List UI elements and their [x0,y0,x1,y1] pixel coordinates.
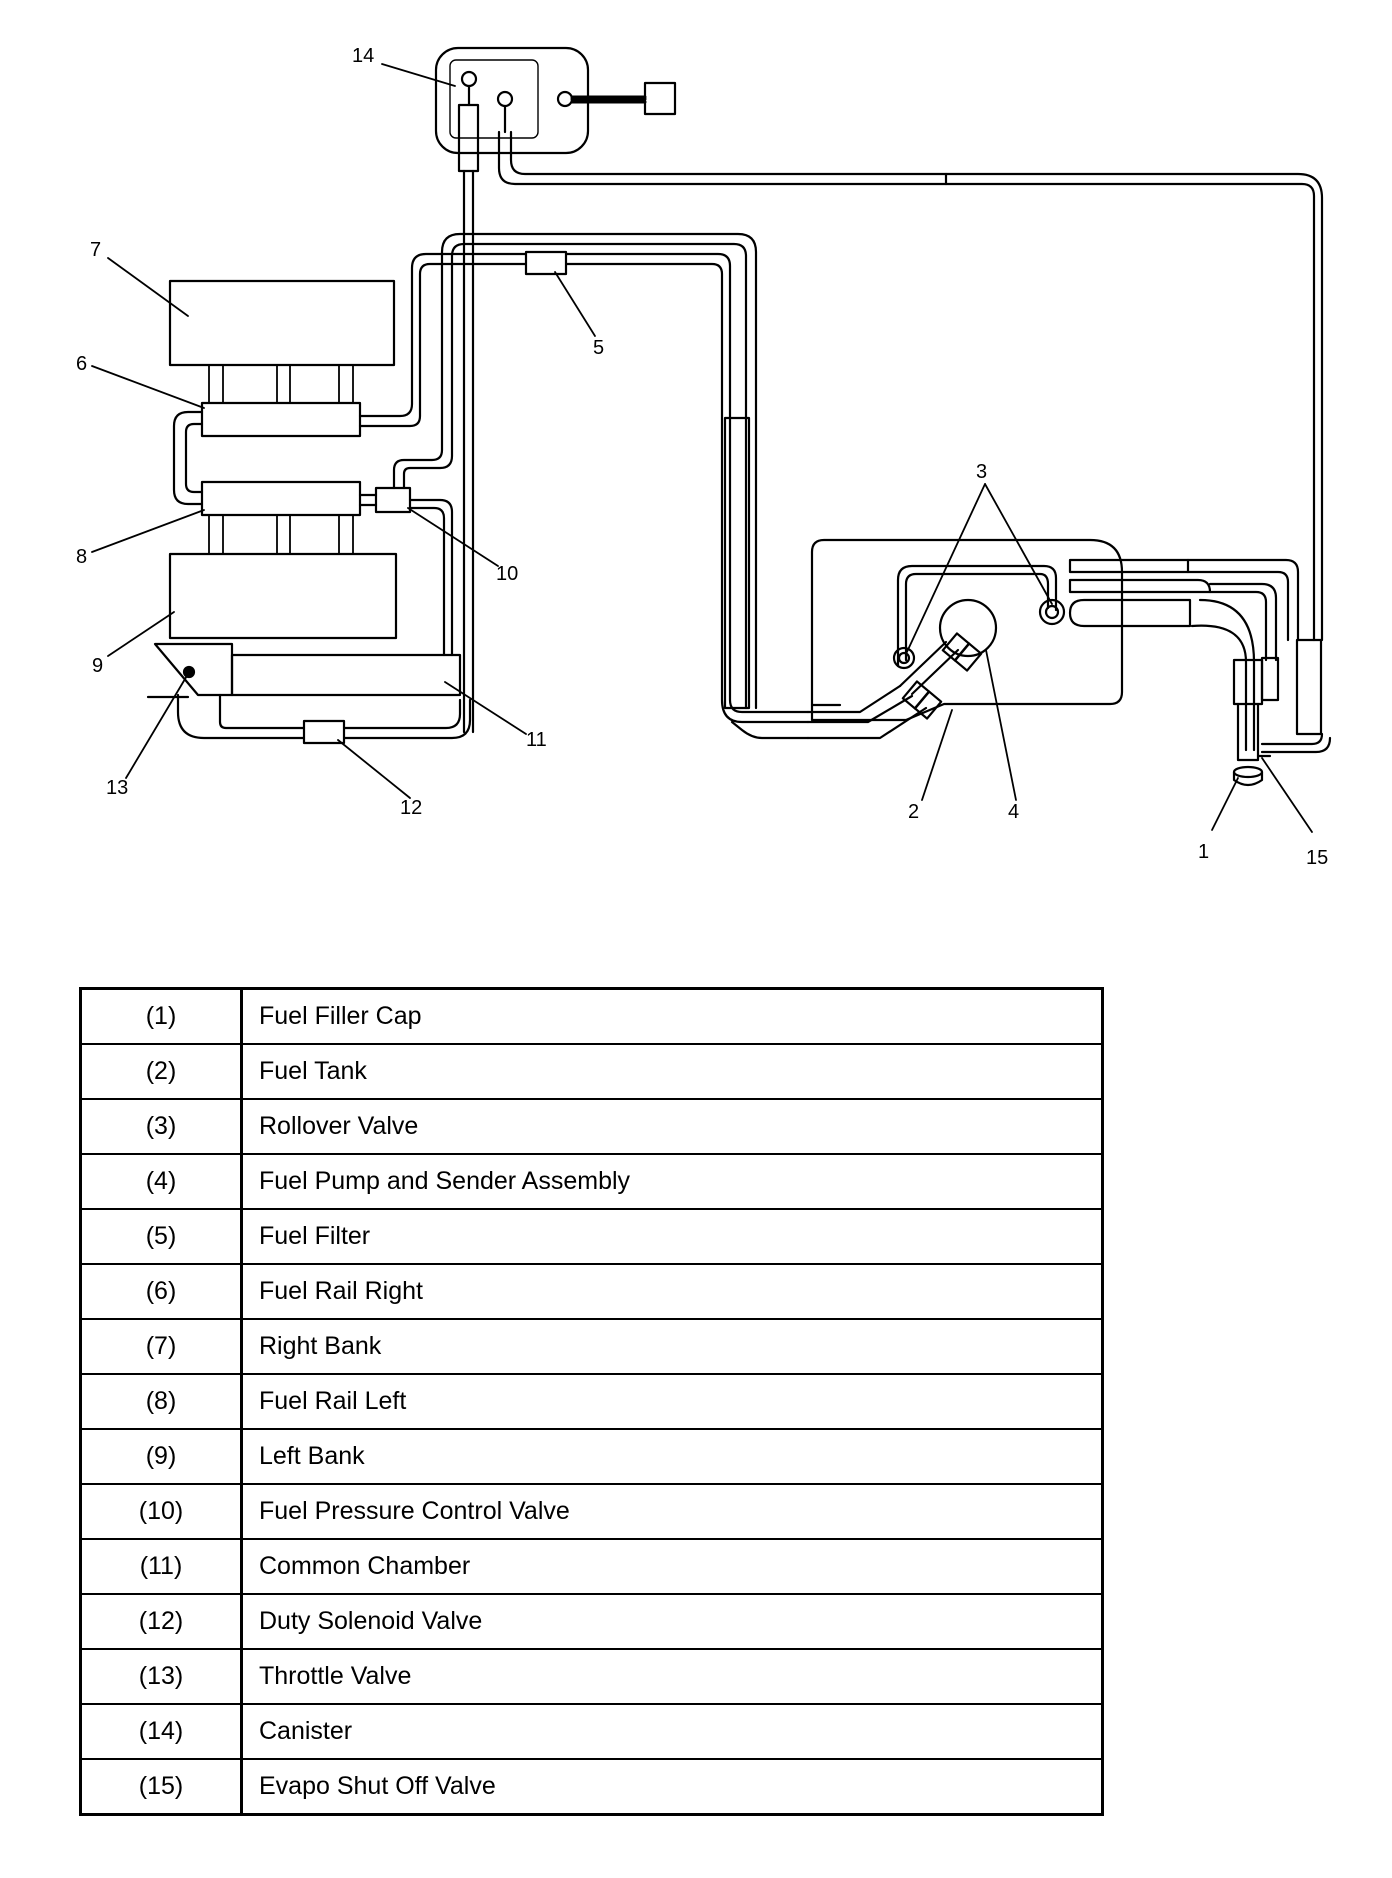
table-row: (5)Fuel Filter [79,1208,1104,1265]
callout-6: 6 [76,353,87,375]
legend-description: Common Chamber [240,1538,1104,1595]
table-row: (11)Common Chamber [79,1538,1104,1595]
purge-line [462,169,475,734]
legend-description: Throttle Valve [240,1648,1104,1705]
right-bank [168,279,396,367]
table-row: (13)Throttle Valve [79,1648,1104,1705]
legend-number: (2) [79,1043,243,1100]
legend-number: (11) [79,1538,243,1595]
callout-15: 15 [1306,847,1328,869]
valve-vacuum-line [408,498,454,657]
table-row: (4)Fuel Pump and Sender Assembly [79,1153,1104,1210]
legend-description: Evapo Shut Off Valve [240,1758,1104,1816]
fuel-filter [524,250,568,276]
table-row: (10)Fuel Pressure Control Valve [79,1483,1104,1540]
rail-crossover [172,410,204,506]
table-row: (3)Rollover Valve [79,1098,1104,1155]
fuel-system-diagram: 14 7 5 6 10 8 9 11 12 13 3 2 4 1 15 [76,45,1332,869]
table-row: (12)Duty Solenoid Valve [79,1593,1104,1650]
fuel-rail-right [200,401,362,438]
legend-number: (4) [79,1153,243,1210]
leader-lines [91,63,1313,833]
table-row: (9)Left Bank [79,1428,1104,1485]
legend-number: (6) [79,1263,243,1320]
legend-number: (12) [79,1593,243,1650]
table-row: (2)Fuel Tank [79,1043,1104,1100]
table-row: (6)Fuel Rail Right [79,1263,1104,1320]
legend-description: Fuel Filler Cap [240,987,1104,1045]
legend-description: Canister [240,1703,1104,1760]
legend-body: (1)Fuel Filler Cap (2)Fuel Tank (3)Rollo… [79,987,1104,1816]
filler-neck [1190,598,1332,787]
callout-3: 3 [976,461,987,483]
legend-description: Fuel Pressure Control Valve [240,1483,1104,1540]
table-row: (7)Right Bank [79,1318,1104,1375]
vacuum-line [176,693,472,745]
legend-number: (15) [79,1758,243,1816]
legend-description: Fuel Rail Left [240,1373,1104,1430]
canister-vent-line [497,130,1324,736]
callout-14: 14 [352,45,374,67]
callout-7: 7 [90,239,101,261]
callout-4: 4 [1008,801,1019,823]
legend-number: (5) [79,1208,243,1265]
legend-number: (9) [79,1428,243,1485]
legend-number: (14) [79,1703,243,1760]
fuel-pressure-control-valve [374,486,412,514]
table-row: (8)Fuel Rail Left [79,1373,1104,1430]
injector-stems [208,364,354,555]
legend-number: (8) [79,1373,243,1430]
legend-description: Left Bank [240,1428,1104,1485]
fuel-return-line [392,232,810,740]
legend-description: Fuel Tank [240,1043,1104,1100]
throttle-body [153,642,234,697]
legend-number: (10) [79,1483,243,1540]
canister [434,46,677,173]
legend-number: (1) [79,987,243,1045]
callout-5: 5 [593,337,604,359]
callout-9: 9 [92,655,103,677]
legend-description: Fuel Filter [240,1208,1104,1265]
legend-description: Fuel Rail Right [240,1263,1104,1320]
callout-8: 8 [76,546,87,568]
callout-2: 2 [908,801,919,823]
callout-labels: 14 7 5 6 10 8 9 11 12 13 3 2 4 1 15 [76,45,1328,869]
callout-13: 13 [106,777,128,799]
fuel-supply-line [358,252,810,724]
left-bank [168,552,398,640]
legend-number: (7) [79,1318,243,1375]
legend-number: (3) [79,1098,243,1155]
legend-table: (1)Fuel Filler Cap (2)Fuel Tank (3)Rollo… [79,987,1104,1816]
fuel-rail-left [200,480,362,517]
common-chamber [230,653,462,697]
legend-description: Right Bank [240,1318,1104,1375]
callout-11: 11 [526,729,547,751]
tank-lines [892,558,1300,702]
legend-description: Rollover Valve [240,1098,1104,1155]
table-row: (15)Evapo Shut Off Valve [79,1758,1104,1816]
callout-12: 12 [400,797,422,819]
fuel-tank [810,538,1124,722]
legend-number: (13) [79,1648,243,1705]
throttle-valve [182,665,196,679]
fuel-pump-assembly [806,598,998,740]
legend-description: Duty Solenoid Valve [240,1593,1104,1650]
table-row: (14)Canister [79,1703,1104,1760]
table-row: (1)Fuel Filler Cap [79,987,1104,1045]
callout-1: 1 [1198,841,1209,863]
legend-description: Fuel Pump and Sender Assembly [240,1153,1104,1210]
callout-10: 10 [496,563,518,585]
